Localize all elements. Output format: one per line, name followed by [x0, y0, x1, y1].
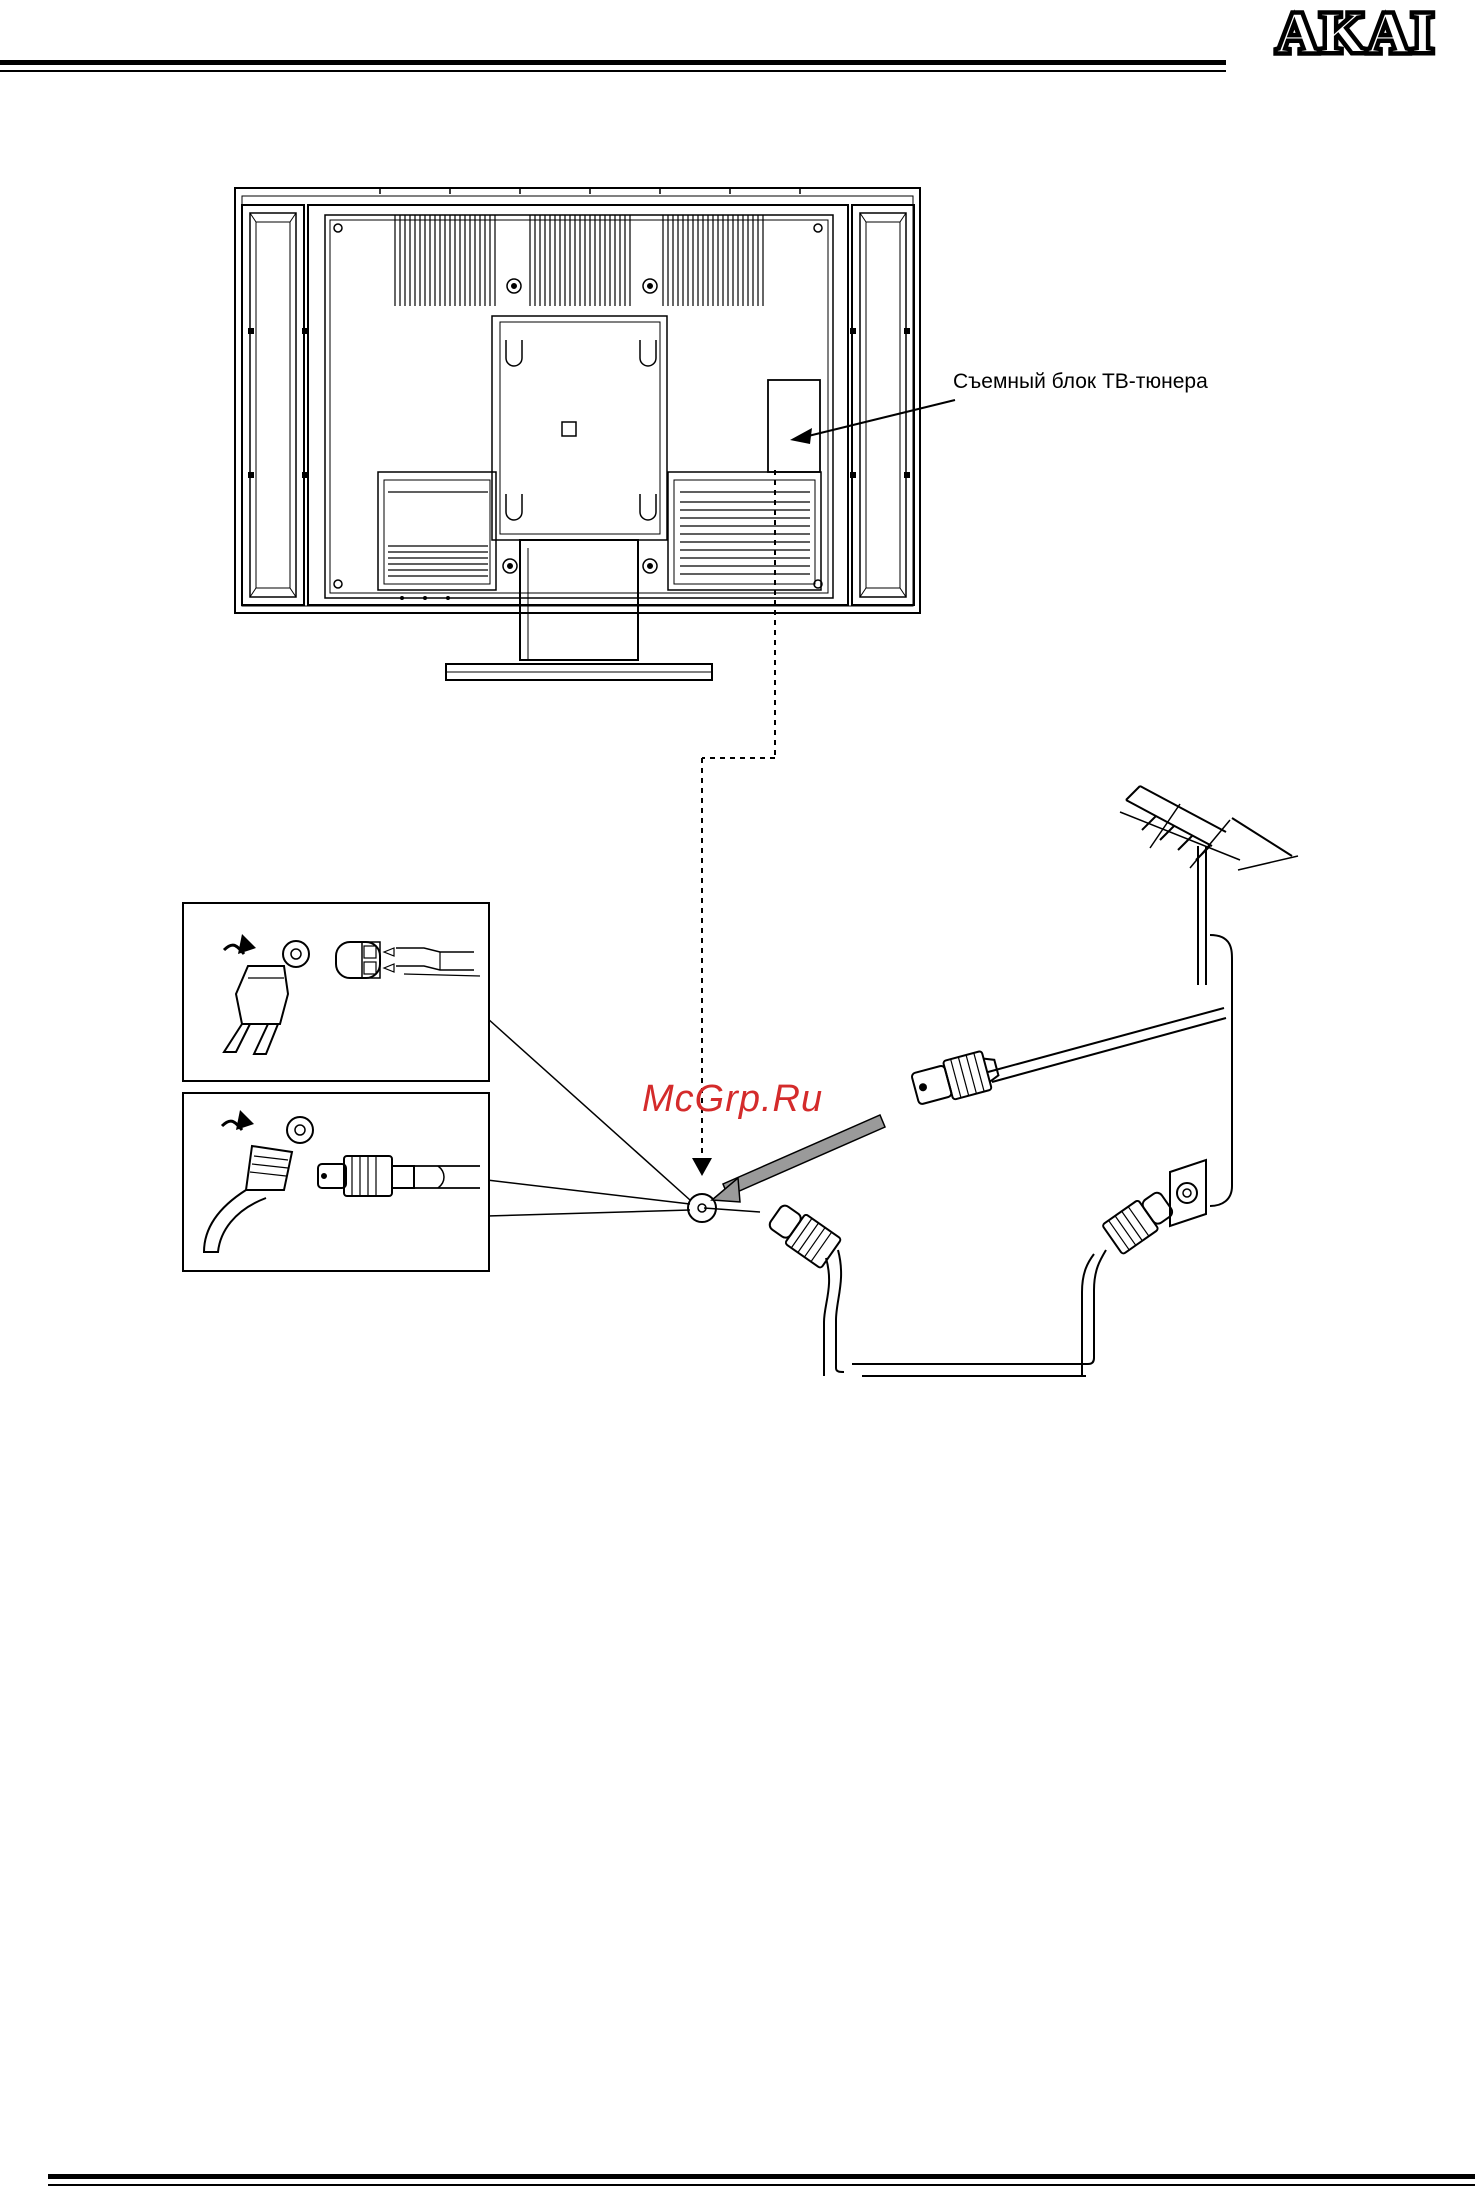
inset-twin-lead: [182, 902, 490, 1082]
inset-coax: [182, 1092, 490, 1272]
callout-arrow: [790, 400, 955, 444]
flat-cable-plug-icon: [224, 934, 309, 1054]
footer-rule-thick: [48, 2174, 1475, 2179]
insert-arrow-icon: [712, 1115, 885, 1202]
coax-plug-icon: [204, 1110, 313, 1252]
right-speaker: [852, 205, 914, 605]
wall-socket-icon: [1170, 1160, 1206, 1226]
loop-cable: [765, 1187, 1177, 1376]
tuner-callout-label: Съемный блок ТВ-тюнера: [953, 370, 1208, 394]
left-speaker: [242, 205, 304, 605]
coax-plug-icon: [910, 1048, 1001, 1108]
coax-plug-icon: [1102, 1187, 1177, 1254]
tuner-module: [768, 380, 820, 472]
footer-rule-thin: [48, 2184, 1475, 2186]
down-arrow-icon: [692, 1158, 712, 1176]
antenna-icon: [1120, 786, 1298, 1206]
antenna-cable: [910, 1008, 1226, 1109]
watermark-text: McGrp.Ru: [642, 1078, 823, 1121]
coax-plug-icon: [765, 1200, 841, 1268]
